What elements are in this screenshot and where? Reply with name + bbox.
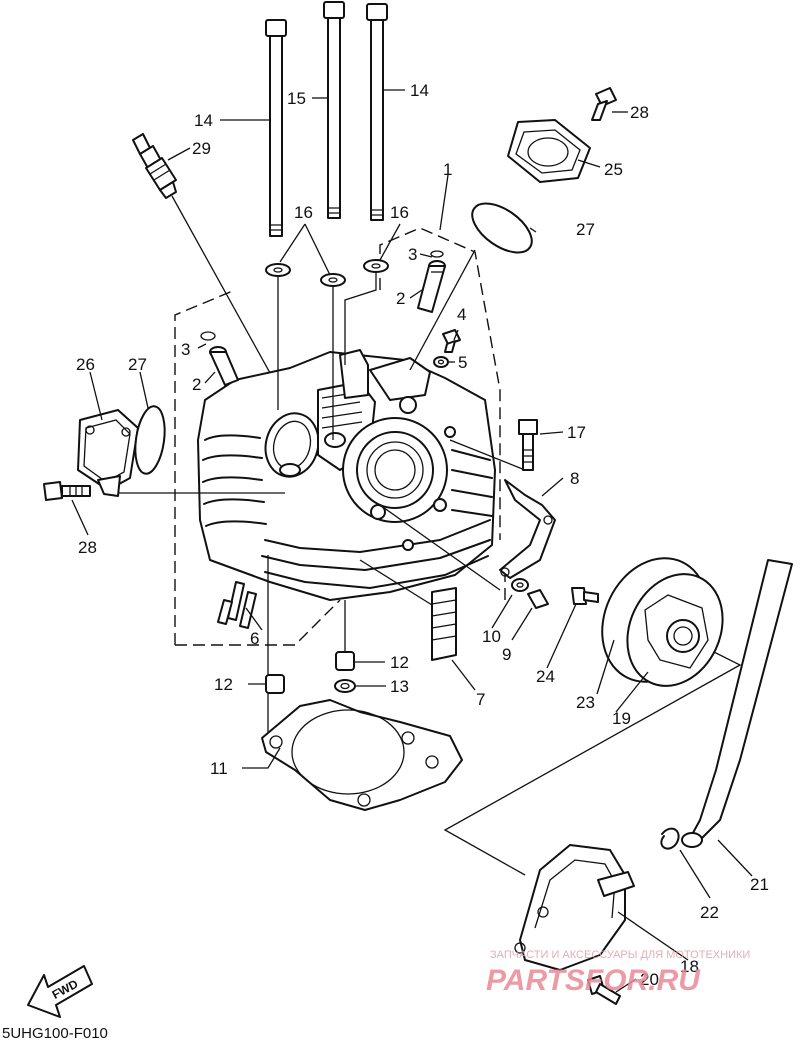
callout-11: 11: [210, 759, 228, 778]
dowel-12-right: [335, 651, 355, 671]
washer-16: [265, 259, 389, 287]
callout-21: 21: [750, 875, 769, 894]
callout-19: 19: [612, 709, 631, 728]
callout-13: 13: [390, 677, 409, 696]
callout-14-left: 14: [194, 111, 213, 130]
valve-guide-upper: [417, 260, 446, 313]
o-ring-13: [334, 679, 356, 693]
callout-16-right: 16: [390, 203, 409, 222]
callout-16-left: 16: [294, 203, 313, 222]
o-ring-upper: [471, 202, 533, 254]
breather-hose-21: [681, 559, 793, 848]
callout-6: 6: [250, 629, 259, 648]
callout-9: 9: [502, 645, 511, 664]
tappet-cover-left: [77, 409, 139, 497]
washer-5: [433, 356, 449, 368]
callout-26: 26: [76, 355, 95, 374]
callout-20: 20: [640, 970, 659, 989]
callout-4: 4: [457, 305, 466, 324]
bolt-9: [527, 589, 549, 609]
valve-guide-left: [209, 346, 239, 386]
bolt-28-left: [43, 481, 91, 501]
callout-22: 22: [700, 903, 719, 922]
callout-5: 5: [458, 353, 467, 372]
gasket-8: [499, 479, 556, 579]
bolt-24: [571, 587, 599, 605]
circlip-3: [200, 250, 444, 341]
callout-27-upper: 27: [576, 220, 595, 239]
callout-12-right: 12: [390, 653, 409, 672]
watermark: ЗАПЧАСТИ И АКСЕССУАРЫ ДЛЯ МОТОТЕХНИКИ PA…: [486, 949, 750, 997]
cam-cover-19: [601, 557, 724, 687]
callout-3-upper: 3: [408, 245, 417, 264]
callout-3-left: 3: [181, 340, 190, 359]
watermark-brand: PARTSFOR.RU: [486, 964, 701, 997]
leader-lines: [71, 89, 753, 993]
callout-25: 25: [604, 160, 623, 179]
callout-12-left: 12: [214, 675, 233, 694]
hose-clip-22: [660, 827, 680, 850]
bolt-4: [442, 329, 461, 353]
callout-2-left: 2: [192, 375, 201, 394]
callout-14-right: 14: [410, 81, 429, 100]
callout-15: 15: [287, 89, 306, 108]
callout-1: 1: [443, 160, 452, 179]
cam-chain-guide-7: [431, 587, 457, 661]
bolt-28-upper: [591, 87, 617, 121]
spark-plug: [132, 133, 286, 401]
diagram-code: 5UHG100-F010: [2, 1025, 108, 1042]
callout-27-left: 27: [128, 355, 147, 374]
stud-bolt-center: [323, 1, 345, 219]
callout-7: 7: [476, 690, 485, 709]
bolt-20: [587, 975, 621, 1005]
callout-23: 23: [576, 693, 595, 712]
bolt-17: [518, 419, 538, 471]
callout-2-upper: 2: [396, 289, 405, 308]
callout-28-left: 28: [78, 538, 97, 557]
callout-8: 8: [570, 469, 579, 488]
callout-18: 18: [680, 957, 699, 976]
stud-bolt-left: [265, 19, 287, 237]
fwd-arrow-icon: FWD: [27, 965, 93, 1018]
callout-24: 24: [536, 667, 555, 686]
callout-labels: 1 2 2 3 3 4 5 6 7 8 9 10 11 12 12 13 14 …: [76, 81, 769, 989]
head-gasket-11: [261, 699, 463, 811]
callout-28-upper: 28: [630, 103, 649, 122]
stud-bolt-right: [366, 3, 388, 221]
o-ring-left: [134, 405, 166, 475]
tappet-cover-upper: [507, 119, 591, 183]
watermark-caption: ЗАПЧАСТИ И АКСЕССУАРЫ ДЛЯ МОТОТЕХНИКИ: [490, 949, 750, 961]
dowel-12-left: [265, 674, 285, 694]
callout-29: 29: [192, 139, 211, 158]
assembly-boundary: [174, 227, 506, 646]
callout-10: 10: [482, 627, 501, 646]
cylinder-head: [197, 349, 496, 601]
breather-cover-18: [514, 844, 635, 971]
callout-17: 17: [567, 423, 586, 442]
washer-10: [511, 578, 529, 592]
dowel-pins-6: [217, 581, 257, 629]
